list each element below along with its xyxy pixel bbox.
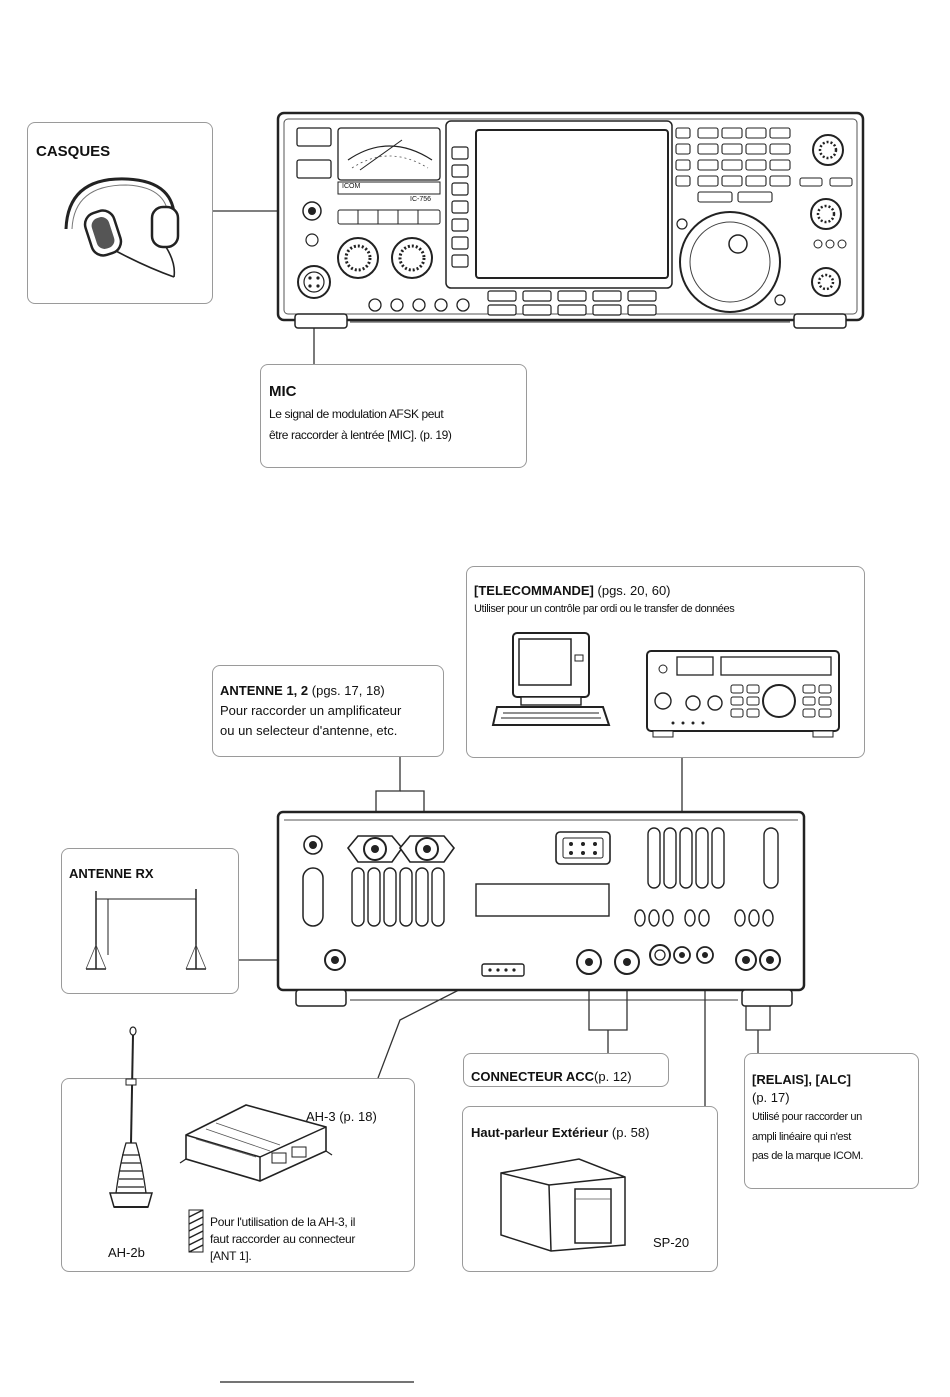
antenne12-box: ANTENNE 1, 2 (pgs. 17, 18) Pour raccorde…: [212, 665, 444, 757]
front-panel-brand: ICOM: [342, 183, 361, 190]
haut-parleur-heading: Haut-parleur Extérieur (p. 58): [471, 1125, 649, 1140]
computer-icon: [491, 632, 611, 726]
ah2b-label: AH-2b: [108, 1245, 145, 1260]
haut-parleur-title: Haut-parleur Extérieur: [471, 1125, 609, 1140]
front-panel-diagram: [212, 111, 865, 366]
connecteur-acc-heading: CONNECTEUR ACC(p. 12): [471, 1069, 632, 1084]
mic-box: MIC Le signal de modulation AFSK peut êt…: [260, 364, 527, 468]
connecteur-acc-pages: (p. 12): [594, 1069, 632, 1084]
relais-line3: pas de la marque ICOM.: [752, 1150, 864, 1162]
speaker-icon: [500, 1158, 626, 1252]
antenne12-line1: Pour raccorder un amplificateur: [220, 703, 402, 718]
headphones-icon: [64, 177, 180, 278]
relais-line2: ampli linéaire qui n'est: [752, 1131, 851, 1143]
antennas-box: AH-2b AH-3 (p. 18) Pour l'utilisation de…: [61, 1026, 415, 1272]
antenne12-pages: (pgs. 17, 18): [311, 683, 385, 698]
transceiver-icon: [646, 650, 840, 738]
ah3-note-line1: Pour l'utilisation de la AH-3, il: [210, 1215, 356, 1229]
ah3-label: AH-3 (p. 18): [306, 1109, 377, 1124]
mic-desc-line1: Le signal de modulation AFSK peut: [269, 407, 444, 421]
connecteur-acc-box: CONNECTEUR ACC(p. 12): [463, 1053, 669, 1087]
speaker-model: SP-20: [653, 1235, 690, 1250]
whip-antenna-icon: [109, 1026, 153, 1208]
telecommande-title: [TELECOMMANDE]: [474, 583, 594, 598]
antenne-rx-title: ANTENNE RX: [69, 866, 154, 881]
tuner-icon: [179, 1104, 333, 1182]
haut-parleur-pages: (p. 58): [611, 1125, 650, 1140]
wire-antenna-icon: [85, 889, 207, 970]
telecommande-heading: [TELECOMMANDE] (pgs. 20, 60): [474, 583, 671, 598]
note-hatch-icon: [188, 1209, 204, 1253]
antenne-rx-box: ANTENNE RX: [61, 848, 239, 994]
telecommande-pages: (pgs. 20, 60): [597, 583, 671, 598]
mic-desc-line2: être raccorder à lentrée [MIC]. (p. 19): [269, 428, 452, 442]
front-panel-model: IC-756: [410, 196, 432, 203]
ah3-note-line3: [ANT 1].: [210, 1249, 252, 1263]
relais-box: [RELAIS], [ALC] (p. 17) Utilisé pour rac…: [744, 1053, 919, 1189]
relais-pages: (p. 17): [752, 1090, 790, 1105]
relais-title: [RELAIS], [ALC]: [752, 1072, 851, 1087]
casques-title: CASQUES: [36, 143, 111, 160]
telecommande-box: [TELECOMMANDE] (pgs. 20, 60) Utiliser po…: [466, 566, 865, 758]
connecteur-acc-title: CONNECTEUR ACC: [471, 1069, 595, 1084]
antenne12-line2: ou un selecteur d'antenne, etc.: [220, 723, 398, 738]
antenne12-title: ANTENNE 1, 2: [220, 683, 309, 698]
telecommande-desc: Utiliser pour un contrôle par ordi ou le…: [474, 603, 735, 615]
ah3-note-line2: faut raccorder au connecteur: [210, 1232, 356, 1246]
haut-parleur-box: Haut-parleur Extérieur (p. 58) SP-20: [462, 1106, 718, 1272]
casques-box: CASQUES: [27, 122, 213, 304]
mic-title: MIC: [269, 383, 297, 400]
antenne12-heading: ANTENNE 1, 2 (pgs. 17, 18): [220, 683, 385, 698]
relais-line1: Utilisé pour raccorder un: [752, 1111, 862, 1123]
